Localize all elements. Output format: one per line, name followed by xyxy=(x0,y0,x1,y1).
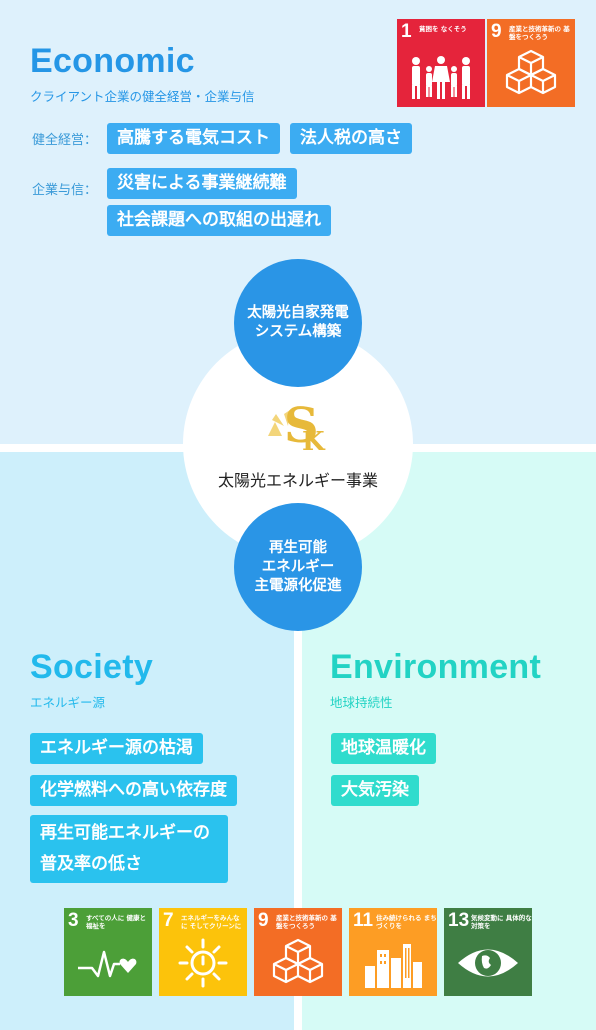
sdg-9-tile: 9 産業と技術革新の 基盤をつくろう xyxy=(487,19,575,107)
sdg-text: エネルギーをみんなに そしてクリーンに xyxy=(181,914,242,930)
sdg-text: すべての人に 健康と福祉を xyxy=(86,914,147,930)
economic-subtitle: クライアント企業の健全経営・企業与信 xyxy=(30,89,255,104)
city-icon xyxy=(365,944,422,988)
economic-tag: 災害による事業継続難 xyxy=(107,168,297,199)
sdg-7-tile: 7 エネルギーをみんなに そしてクリーンに xyxy=(159,908,247,996)
environment-title: Environment xyxy=(330,648,542,686)
sdg-3-tile: 3 すべての人に 健康と福祉を xyxy=(64,908,152,996)
bottom-bubble-text: 再生可能 エネルギー 主電源化促進 xyxy=(254,539,342,594)
society-tag: 化学燃料への高い依存度 xyxy=(30,775,237,806)
sdg-9-tile: 9 産業と技術革新の 基盤をつくろう xyxy=(254,908,342,996)
sdg-number: 13 xyxy=(448,910,470,931)
sdg-text: 住み続けられる まちづくりを xyxy=(376,914,437,930)
center-label: 太陽光エネルギー事業 xyxy=(217,471,378,490)
sdg-text: 産業と技術革新の 基盤をつくろう xyxy=(509,25,570,41)
sdg-number: 11 xyxy=(353,910,374,931)
sdg-1-tile: 1 貧困を なくそう xyxy=(397,19,485,107)
environment-subtitle: 地球持続性 xyxy=(330,695,393,710)
sdg-number: 7 xyxy=(163,910,174,931)
environment-tag: 地球温暖化 xyxy=(331,733,436,764)
cubes-icon xyxy=(272,938,324,984)
sdg-13-tile: 13 気候変動に 具体的な対策を xyxy=(444,908,532,996)
economic-tag: 社会課題への取組の出遅れ xyxy=(107,205,331,236)
sun-power-icon xyxy=(178,938,228,988)
cubes-icon xyxy=(505,49,557,95)
society-tag: エネルギー源の枯渇 xyxy=(30,733,203,764)
society-tag: 再生可能エネルギーの普及率の低さ xyxy=(30,815,228,883)
bottom-bubble: 再生可能 エネルギー 主電源化促進 xyxy=(234,503,362,631)
economic-title: Economic xyxy=(30,42,195,80)
sdg-text: 貧困を なくそう xyxy=(419,25,467,33)
top-bubble: 太陽光自家発電 システム構築 xyxy=(234,259,362,387)
society-subtitle: エネルギー源 xyxy=(30,695,106,710)
svg-text:S: S xyxy=(284,398,319,454)
sdg-number: 3 xyxy=(68,910,79,931)
economic-tag: 法人税の高さ xyxy=(290,123,412,154)
economic-tag: 高騰する電気コスト xyxy=(107,123,280,154)
svg-text:K: K xyxy=(302,427,326,456)
family-icon xyxy=(412,56,470,99)
environment-tag: 大気汚染 xyxy=(331,775,419,806)
row-label-kenzen: 健全経営： xyxy=(32,133,98,148)
sdg-number: 9 xyxy=(258,910,269,931)
earth-eye-icon xyxy=(458,949,518,977)
sdg-number: 9 xyxy=(491,21,502,42)
society-title: Society xyxy=(30,648,154,686)
company-logo: S K xyxy=(268,398,326,456)
row-label-yoshin: 企業与信： xyxy=(32,183,98,198)
sdg-text: 気候変動に 具体的な対策を xyxy=(471,914,532,930)
sdg-11-tile: 11 住み続けられる まちづくりを xyxy=(349,908,437,996)
sdg-text: 産業と技術革新の 基盤をつくろう xyxy=(276,914,337,930)
heartbeat-icon xyxy=(78,950,137,978)
sdg-number: 1 xyxy=(401,21,412,42)
top-bubble-text: 太陽光自家発電 システム構築 xyxy=(247,305,349,340)
